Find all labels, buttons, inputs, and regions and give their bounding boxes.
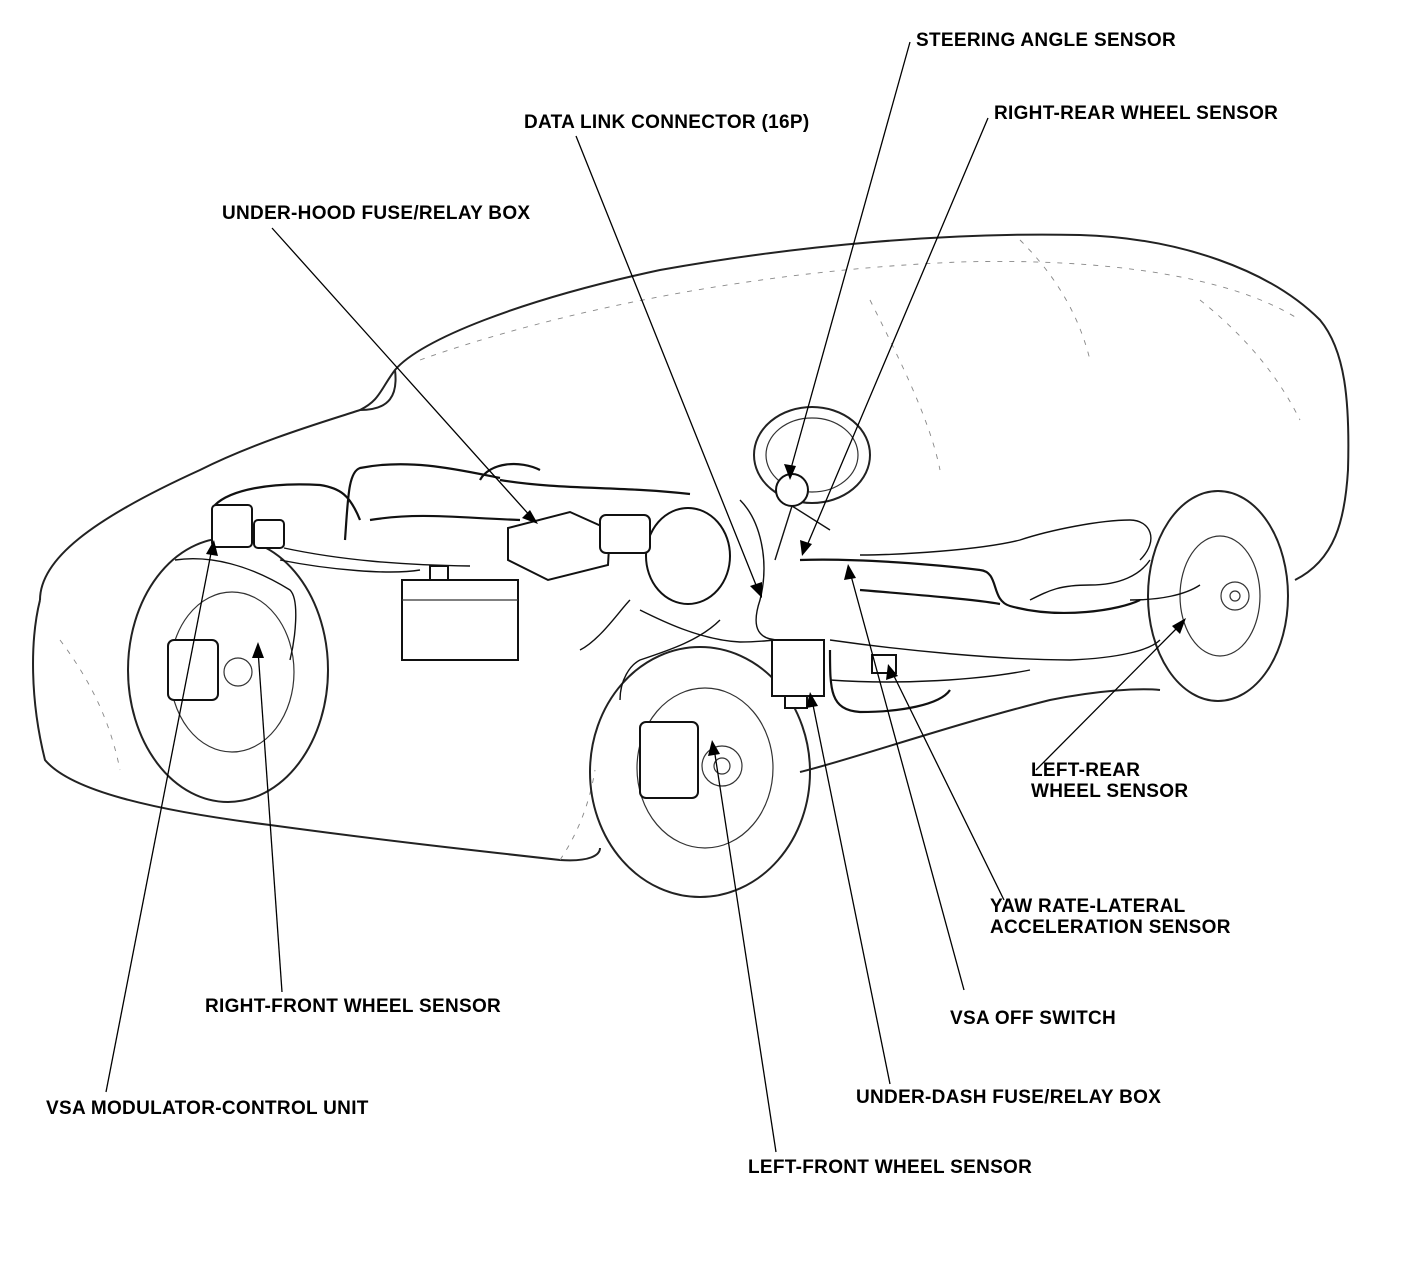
label-steering-angle-sensor: STEERING ANGLE SENSOR (916, 30, 1177, 51)
label-vsa-off-switch: VSA OFF SWITCH (950, 1008, 1117, 1029)
brake-lines-and-harness (174, 463, 1201, 714)
brake-booster (599, 507, 731, 605)
left-rear-wheel (1147, 490, 1289, 702)
steering-wheel (753, 406, 871, 561)
right-front-wheel (127, 537, 329, 803)
label-yaw-rate-lateral-acceleration-sensor: YAW RATE-LATERAL ACCELERATION SENSOR (990, 896, 1231, 938)
label-right-rear-wheel-sensor: RIGHT-REAR WHEEL SENSOR (994, 103, 1279, 124)
label-left-front-wheel-sensor: LEFT-FRONT WHEEL SENSOR (748, 1157, 1033, 1178)
battery (401, 565, 519, 661)
label-under-dash-fuse-relay-box: UNDER-DASH FUSE/RELAY BOX (856, 1087, 1162, 1108)
label-under-hood-fuse-relay-box: UNDER-HOOD FUSE/RELAY BOX (222, 203, 531, 224)
left-front-wheel (589, 646, 811, 898)
label-left-rear-wheel-sensor: LEFT-REAR WHEEL SENSOR (1031, 760, 1189, 802)
vsa-modulator-unit (211, 504, 285, 549)
car-body-outline (32, 233, 1350, 862)
under-dash-fuse-box (771, 639, 825, 709)
under-hood-fuse-box (507, 510, 612, 582)
leader-lines (105, 41, 1186, 1153)
label-data-link-connector: DATA LINK CONNECTOR (16P) (524, 112, 810, 133)
label-vsa-modulator-control-unit: VSA MODULATOR-CONTROL UNIT (46, 1098, 369, 1119)
label-right-front-wheel-sensor: RIGHT-FRONT WHEEL SENSOR (205, 996, 502, 1017)
